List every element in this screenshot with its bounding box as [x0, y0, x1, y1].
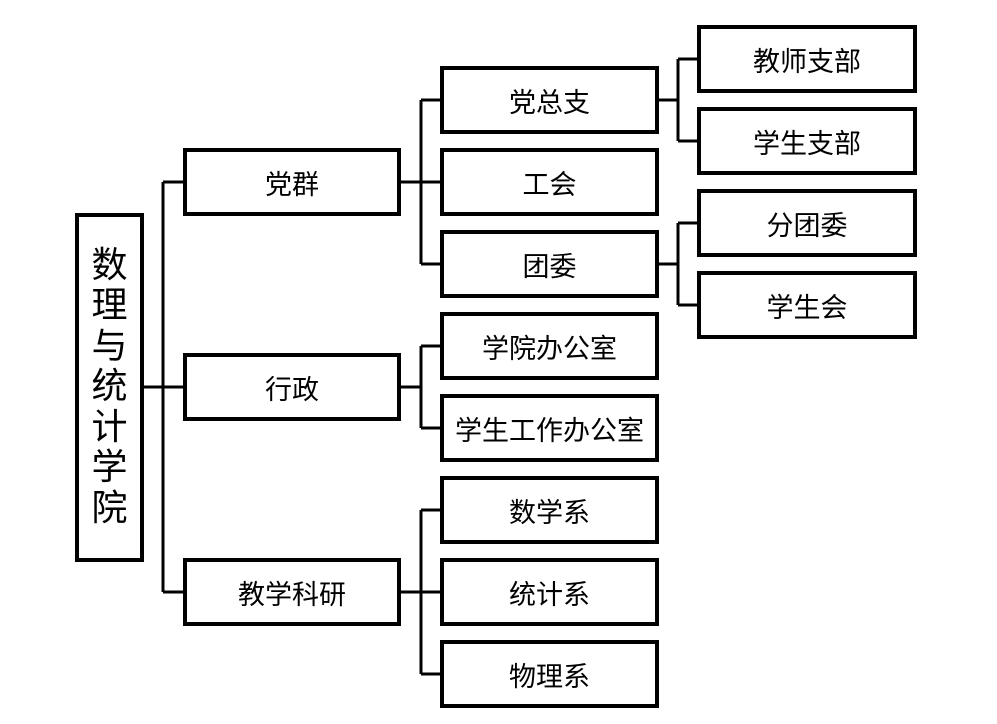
node-xingzheng: 行政 [183, 353, 401, 421]
node-jiaoxue-keyan: 教学科研 [183, 558, 401, 626]
root-char: 统 [91, 366, 128, 408]
node-xueyuan-bangongshi: 学院办公室 [440, 312, 659, 380]
root-node: 数 理 与 统 计 学 院 [75, 213, 144, 562]
node-wuli-xi: 物理系 [440, 640, 659, 708]
node-fentuanwei: 分团委 [697, 189, 917, 257]
node-dangzongzhi: 党总支 [440, 66, 659, 134]
root-char: 学 [91, 447, 128, 489]
node-tongji-xi: 统计系 [440, 558, 659, 626]
node-shuxue-xi: 数学系 [440, 476, 659, 544]
root-char: 计 [91, 406, 128, 448]
node-gonghui: 工会 [440, 148, 659, 216]
root-char: 院 [91, 487, 128, 529]
node-tuanwei: 团委 [440, 230, 659, 298]
node-xuesheng-gongzuo-bangongshi: 学生工作办公室 [440, 394, 659, 462]
node-dangqun: 党群 [183, 148, 401, 216]
node-xueshenghui: 学生会 [697, 271, 917, 339]
root-char: 与 [91, 325, 128, 367]
root-char: 理 [91, 285, 128, 327]
root-char: 数 [91, 244, 128, 286]
node-jiaoshi-zhibu: 教师支部 [697, 25, 917, 93]
node-xuesheng-zhibu: 学生支部 [697, 107, 917, 175]
